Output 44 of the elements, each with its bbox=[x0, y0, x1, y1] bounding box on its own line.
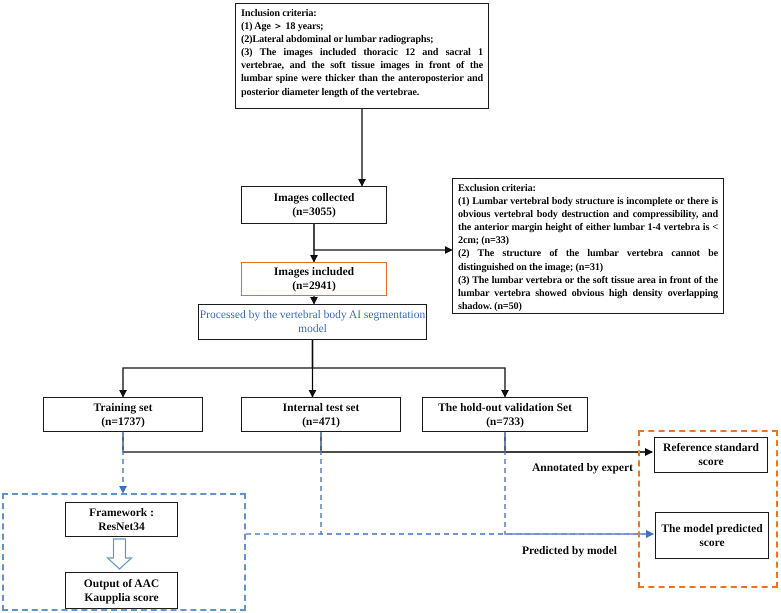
process-box bbox=[43, 397, 203, 432]
edge-label: Predicted by model bbox=[520, 545, 619, 557]
arrow bbox=[358, 109, 366, 187]
criteria-text: (2) The structure of the lumbar vertebra cannot be distinguished on the image; (n=31) bbox=[458, 247, 718, 274]
criteria-text: Inclusion criteria: bbox=[241, 7, 318, 20]
dashed-group-frame bbox=[2, 493, 246, 611]
box-text: Reference standard score bbox=[662, 441, 760, 469]
box-text: The hold-out validation Set (n=733) bbox=[437, 400, 573, 428]
box-text: (n=2941) bbox=[292, 279, 336, 293]
criteria-text: (1) Age ＞ 18 years; bbox=[241, 20, 324, 34]
process-box bbox=[241, 397, 401, 432]
process-box bbox=[452, 178, 724, 314]
criteria-text: Exclusion criteria: bbox=[458, 182, 537, 196]
dashed-group-frame bbox=[638, 430, 778, 588]
process-box bbox=[65, 502, 178, 537]
box-text: Training set bbox=[94, 400, 152, 414]
box-text: Processed by the vertebral body AI segmentation model bbox=[199, 308, 426, 336]
process-box bbox=[422, 397, 588, 432]
box-text: Framework : ResNet34 bbox=[88, 506, 155, 534]
arrow bbox=[313, 224, 453, 254]
process-box bbox=[654, 437, 768, 473]
edge-label: Annotated by expert bbox=[530, 462, 635, 474]
process-box bbox=[241, 262, 387, 296]
process-box bbox=[235, 3, 489, 109]
criteria-text: (3) The lumbar vertebra or the soft tissue area in front of the lumbar vertebra showed obvious high density overlapping shadow. (n=50) bbox=[458, 274, 718, 313]
criteria-text: (3) The images included thoracic 12 and sacral 1 vertebrae, and the soft tissue images in front of the lumbar spine were thicker than the anteroposterior and posterior diameter length of the vertebrae. bbox=[241, 46, 483, 99]
process-box bbox=[65, 572, 178, 609]
arrow bbox=[119, 432, 127, 494]
arrow bbox=[310, 296, 318, 305]
criteria-text: (2)Lateral abdominal or lumbar radiographs; bbox=[241, 33, 434, 46]
arrow bbox=[312, 340, 509, 398]
process-box bbox=[655, 512, 769, 559]
box-text: Internal test set bbox=[282, 400, 360, 414]
box-text: (n=1737) bbox=[101, 414, 145, 428]
box-text: Output of AAC Kaupplia score bbox=[82, 576, 160, 604]
criteria-text: (1) Lumbar vertebral body structure is incomplete or there is obvious vertebral body destruction and compressibility, and the anterior margin height of either lumbar 1-4 vertebra is < 2cm; (n=33) bbox=[458, 195, 718, 248]
block-arrow bbox=[106, 538, 134, 570]
box-text: (n=471) bbox=[302, 414, 340, 428]
box-text: (n=3055) bbox=[292, 205, 336, 219]
box-text: The model predicted score bbox=[660, 522, 764, 550]
box-text: Images collected bbox=[274, 191, 354, 205]
process-box bbox=[241, 186, 387, 224]
box-text: Images included bbox=[274, 265, 354, 279]
arrow bbox=[504, 432, 654, 538]
